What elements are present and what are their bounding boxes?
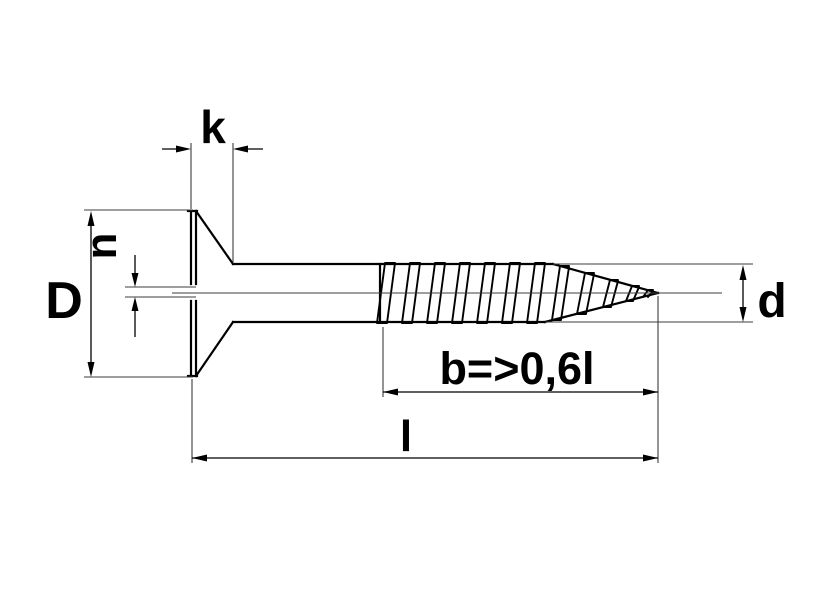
label-thread-length-b: b=>0,6l	[439, 343, 594, 394]
b-arrow-left	[383, 388, 398, 396]
head-cone-bottom	[194, 320, 235, 378]
screw-outline	[186, 209, 660, 378]
n-arrow-down	[131, 273, 139, 287]
tip-cone-top	[551, 262, 660, 295]
dimension-lines	[90, 148, 744, 459]
d-arrow-up	[739, 265, 747, 280]
b-arrow-right	[643, 388, 658, 396]
l-arrow-right	[643, 454, 658, 462]
label-slot-width-n: n	[77, 233, 126, 260]
k-arrow-right	[233, 145, 248, 153]
tip-cone-bottom	[543, 291, 660, 324]
label-shank-diameter-d: d	[757, 275, 786, 328]
l-arrow-left	[192, 454, 207, 462]
label-total-length-l: l	[400, 412, 412, 461]
extension-lines	[84, 143, 753, 463]
D-arrow-down	[87, 362, 95, 377]
dimension-labels: k n D b=>0,6l l d	[45, 101, 786, 461]
n-arrow-up	[131, 297, 139, 311]
arrowheads	[87, 145, 747, 462]
k-arrow-left	[176, 145, 191, 153]
label-head-diameter-D: D	[45, 272, 83, 330]
label-head-height-k: k	[200, 101, 226, 153]
D-arrow-up	[87, 211, 95, 226]
head-cone-top	[194, 209, 235, 266]
d-arrow-down	[739, 307, 747, 322]
